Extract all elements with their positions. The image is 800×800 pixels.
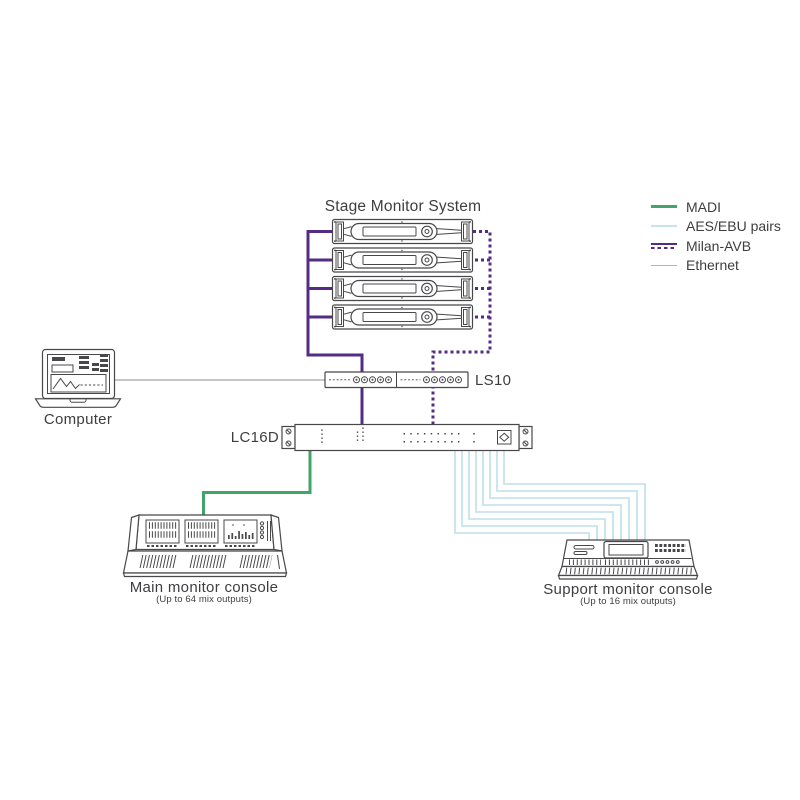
main-monitor-console-icon: [122, 514, 288, 578]
stage-monitor-amp-3: [331, 275, 474, 302]
legend-label: MADI: [686, 198, 721, 215]
rack-ear-left: [281, 425, 296, 450]
legend-item-aes-ebu: AES/EBU pairs: [651, 217, 781, 237]
computer-icon: [34, 348, 122, 408]
support-console-label: Support monitor console: [543, 581, 713, 598]
waveform-graphic: [50, 374, 107, 393]
ethernet-line-swatch: [651, 264, 677, 266]
main-console-label: Main monitor console: [129, 579, 279, 596]
aes-ebu-lines: [454, 451, 646, 541]
legend-label: Milan-AVB: [686, 237, 752, 254]
support-monitor-console-icon: [557, 539, 699, 580]
stage-monitor-amp-2: [331, 247, 474, 273]
legend-item-milan-avb: Milan-AVB: [651, 236, 781, 256]
milan-avb-dashed-line: [431, 230, 492, 429]
legend-item-madi: MADI: [651, 197, 781, 217]
ls10-label: LS10: [475, 371, 512, 389]
main-console-sublabel: (Up to 64 mix outputs): [156, 594, 252, 605]
stage-monitor-amp-4: [331, 304, 474, 330]
aes-ebu-line-swatch: [651, 225, 677, 228]
meter-bars: [228, 524, 254, 539]
lc16d-label: LC16D: [230, 429, 279, 446]
ls10-ports-right: [423, 376, 462, 384]
legend-item-ethernet: Ethernet: [651, 256, 781, 276]
legend: MADI AES/EBU pairs Milan-AVB Ethernet: [651, 197, 781, 275]
legend-label: AES/EBU pairs: [686, 218, 781, 235]
lc16d-device: [281, 423, 533, 452]
madi-line: [202, 451, 312, 515]
computer-label: Computer: [43, 411, 113, 428]
madi-line-swatch: [651, 205, 677, 209]
legend-label: Ethernet: [686, 257, 739, 274]
brand-logo-icon: [497, 430, 512, 445]
ls10-ports-left: [353, 376, 392, 384]
stage-monitor-amp-1: [331, 218, 474, 245]
rack-ear-right: [518, 425, 533, 450]
support-console-sublabel: (Up to 16 mix outputs): [580, 596, 676, 607]
milan-avb-line-swatch: [651, 242, 677, 249]
ls10-device: [324, 371, 469, 389]
stage-monitor-system-title: Stage Monitor System: [324, 198, 482, 215]
